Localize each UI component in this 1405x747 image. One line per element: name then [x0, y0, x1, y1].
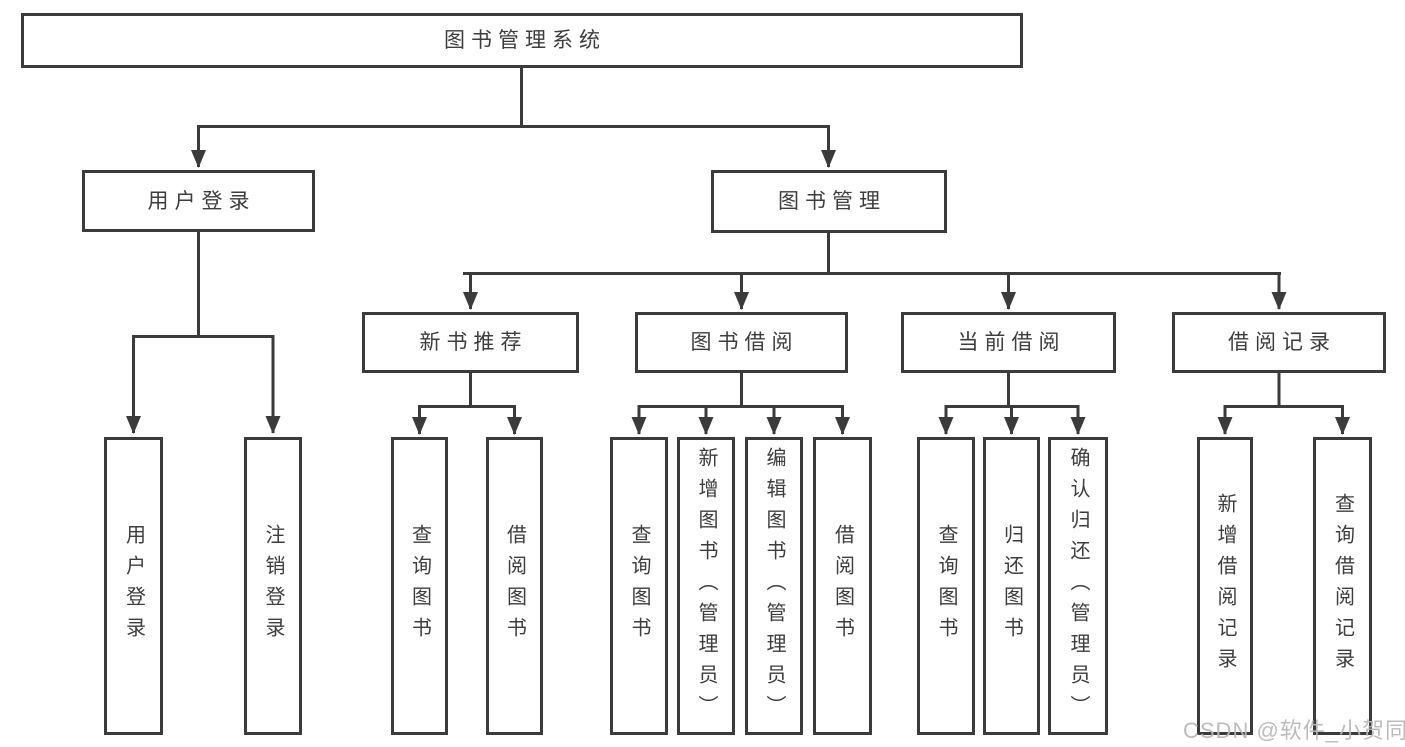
leaf-cb-return-book: 归还图书	[983, 437, 1040, 735]
node-book-borrow-label: 图书借阅	[690, 331, 799, 354]
node-current-borrow: 当前借阅	[901, 312, 1116, 373]
leaf-bb-add-book-admin: 新增图书（管理员）	[677, 437, 735, 735]
leaf-bb-edit-book-admin-label: 编辑图书（管理员）	[763, 446, 785, 726]
node-book-mgmt-label: 图书管理	[778, 190, 886, 213]
leaf-user-login-label: 用户登录	[122, 524, 145, 648]
node-root: 图书管理系统	[21, 13, 1023, 68]
leaf-br-query-record: 查询借阅记录	[1313, 437, 1372, 735]
leaf-nb-borrow-book: 借阅图书	[486, 437, 543, 735]
leaf-cb-query-book-label: 查询图书	[935, 524, 957, 648]
leaf-br-add-record-label: 新增借阅记录	[1214, 493, 1236, 679]
node-user-login-label: 用户登录	[147, 189, 256, 213]
leaf-cb-return-book-label: 归还图书	[1000, 524, 1023, 648]
leaf-bb-add-book-admin-label: 新增图书（管理员）	[695, 446, 717, 726]
leaf-bb-borrow-book: 借阅图书	[813, 437, 872, 735]
leaf-nb-borrow-book-label: 借阅图书	[503, 524, 526, 648]
node-book-borrow: 图书借阅	[635, 312, 848, 373]
leaf-cb-confirm-return-admin-label: 确认归还（管理员）	[1067, 446, 1089, 726]
csdn-watermark: CSDN @软件_小贺同学	[1183, 718, 1405, 743]
leaf-nb-query-book-label: 查询图书	[408, 524, 431, 648]
leaf-cb-confirm-return-admin: 确认归还（管理员）	[1048, 437, 1108, 735]
connector-arrows	[126, 126, 1350, 435]
connector-lines	[132, 68, 1344, 408]
node-new-book-label: 新书推荐	[419, 331, 528, 354]
leaf-bb-edit-book-admin: 编辑图书（管理员）	[745, 437, 803, 735]
node-user-login: 用户登录	[82, 170, 315, 232]
leaf-bb-query-book-label: 查询图书	[628, 524, 650, 648]
node-new-book: 新书推荐	[362, 312, 579, 373]
leaf-br-query-record-label: 查询借阅记录	[1331, 493, 1354, 679]
leaf-br-add-record: 新增借阅记录	[1197, 437, 1253, 735]
leaf-user-login: 用户登录	[104, 437, 163, 735]
leaf-bb-borrow-book-label: 借阅图书	[831, 524, 854, 648]
node-book-mgmt: 图书管理	[711, 170, 947, 233]
leaf-nb-query-book: 查询图书	[391, 437, 448, 735]
node-borrow-record-label: 借阅记录	[1228, 331, 1336, 354]
leaf-logout-label: 注销登录	[262, 524, 284, 648]
node-borrow-record: 借阅记录	[1172, 312, 1386, 373]
node-current-borrow-label: 当前借阅	[957, 331, 1066, 354]
leaf-bb-query-book: 查询图书	[610, 437, 668, 735]
node-root-label: 图书管理系统	[444, 29, 606, 52]
leaf-cb-query-book: 查询图书	[917, 437, 975, 735]
leaf-logout: 注销登录	[244, 437, 302, 735]
